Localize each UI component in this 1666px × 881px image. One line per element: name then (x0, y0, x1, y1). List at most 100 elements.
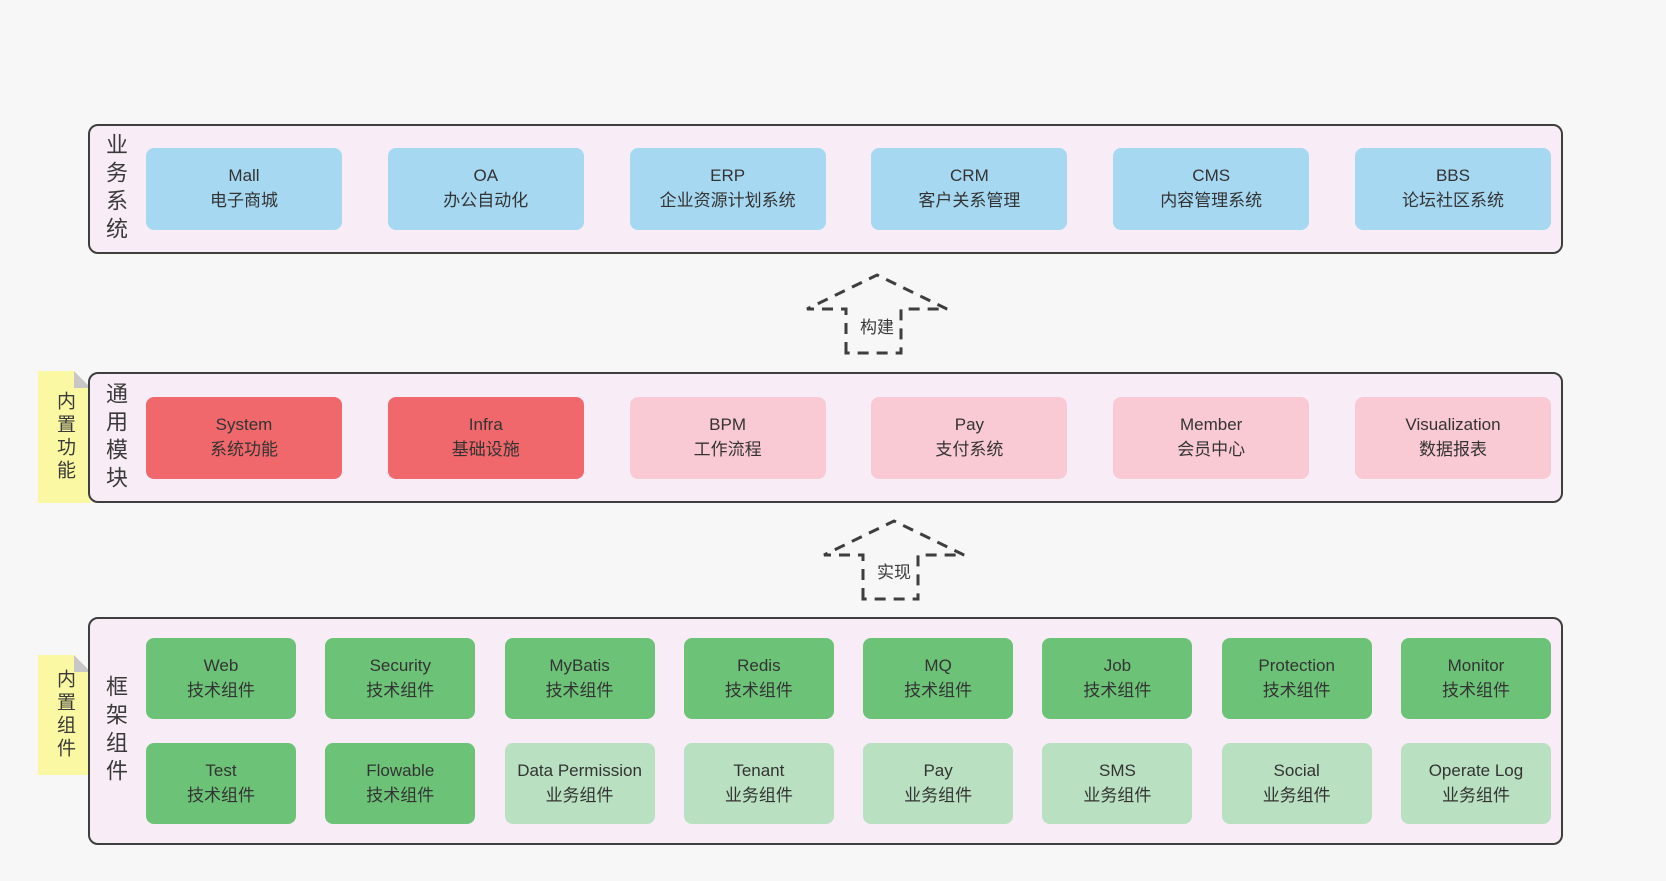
box-title: Flowable (366, 760, 435, 780)
box-pay-module: Pay 支付系统 (871, 396, 1068, 479)
box-subtitle: 数据报表 (1418, 439, 1487, 459)
box-security: Security 技术组件 (325, 638, 476, 719)
box-subtitle: 客户关系管理 (918, 191, 1021, 210)
box-subtitle: 技术组件 (904, 680, 973, 700)
box-subtitle: 系统功能 (210, 439, 278, 459)
box-title: Web (203, 655, 239, 675)
framework-row-1: Web 技术组件 Security 技术组件 MyBatis 技术组件 Redi… (146, 638, 1551, 719)
box-social: Social 业务组件 (1221, 743, 1372, 824)
panel-title-business-systems: 业务系统 (103, 133, 128, 245)
dashed-up-arrow-icon (823, 519, 965, 601)
box-crm: CRM 客户关系管理 (871, 148, 1068, 230)
box-web: Web 技术组件 (146, 638, 296, 719)
common-modules-row: System 系统功能 Infra 基础设施 BPM 工作流程 Pay 支付系统… (140, 374, 1561, 501)
box-tenant: Tenant 业务组件 (683, 743, 834, 824)
box-flowable: Flowable 技术组件 (325, 743, 476, 824)
box-mall: Mall 电子商城 (146, 148, 342, 230)
box-sms: SMS 业务组件 (1042, 743, 1193, 824)
box-cms: CMS 内容管理系统 (1113, 148, 1310, 230)
box-subtitle: 内容管理系统 (1160, 191, 1263, 210)
arrow-build-label: 构建 (857, 313, 897, 338)
box-title: BBS (1435, 166, 1470, 186)
box-subtitle: 技术组件 (366, 785, 435, 805)
box-title: Tenant (733, 760, 785, 780)
panel-common-modules: 通用模块 System 系统功能 Infra 基础设施 BPM 工作流程 Pay… (88, 372, 1563, 503)
box-title: Security (369, 655, 431, 675)
box-title: Redis (737, 655, 781, 675)
box-title: ERP (710, 166, 746, 186)
business-systems-row: Mall 电子商城 OA 办公自动化 ERP 企业资源计划系统 CRM 客户关系… (140, 126, 1561, 252)
box-title: Member (1180, 414, 1243, 434)
box-title: Protection (1258, 655, 1335, 675)
box-subtitle: 论坛社区系统 (1401, 191, 1504, 210)
box-visualization: Visualization 数据报表 (1354, 396, 1551, 479)
box-erp: ERP 企业资源计划系统 (629, 148, 826, 230)
box-subtitle: 技术组件 (1441, 680, 1510, 700)
box-title: Monitor (1447, 655, 1505, 675)
box-title: Infra (468, 414, 503, 434)
box-title: Visualization (1405, 414, 1501, 434)
box-subtitle: 业务组件 (1441, 785, 1510, 805)
box-protection: Protection 技术组件 (1221, 638, 1372, 719)
box-subtitle: 技术组件 (545, 680, 614, 700)
panel-title-framework-components: 框架组件 (103, 675, 128, 787)
box-job: Job 技术组件 (1042, 638, 1193, 719)
box-subtitle: 支付系统 (935, 439, 1004, 459)
sticky-note-builtin-features: 内置功能 (38, 371, 91, 503)
box-title: Pay (923, 760, 953, 780)
box-redis: Redis 技术组件 (683, 638, 834, 719)
sticky-note-label: 内置组件 (54, 669, 75, 761)
box-subtitle: 技术组件 (187, 680, 255, 700)
box-pay-component: Pay 业务组件 (863, 743, 1014, 824)
box-title: Test (205, 760, 237, 780)
box-bpm: BPM 工作流程 (629, 396, 826, 479)
box-subtitle: 业务组件 (904, 785, 973, 805)
panel-framework-components: 框架组件 Web 技术组件 Security 技术组件 MyBatis 技术组件… (88, 617, 1563, 845)
dashed-up-arrow-icon (806, 273, 948, 355)
box-member: Member 会员中心 (1113, 396, 1310, 479)
box-subtitle: 技术组件 (1083, 680, 1152, 700)
box-title: Social (1273, 760, 1320, 780)
box-subtitle: 电子商城 (210, 191, 278, 210)
framework-components-grid: Web 技术组件 Security 技术组件 MyBatis 技术组件 Redi… (140, 619, 1561, 843)
box-title: CMS (1192, 166, 1231, 186)
box-title: Operate Log (1428, 760, 1524, 780)
box-oa: OA 办公自动化 (387, 148, 584, 230)
box-subtitle: 技术组件 (187, 785, 255, 805)
panel-title-common-modules: 通用模块 (103, 381, 128, 494)
box-title: Mall (228, 166, 260, 186)
box-test: Test 技术组件 (146, 743, 296, 824)
box-title: BPM (709, 414, 747, 434)
box-operate-log: Operate Log 业务组件 (1400, 743, 1551, 824)
sticky-note-label: 内置功能 (54, 391, 75, 483)
box-subtitle: 办公自动化 (443, 191, 529, 210)
box-subtitle: 技术组件 (366, 680, 435, 700)
box-title: CRM (950, 166, 989, 186)
box-title: MQ (924, 655, 952, 675)
box-subtitle: 业务组件 (724, 785, 793, 805)
box-subtitle: 企业资源计划系统 (659, 191, 796, 210)
sticky-note-builtin-components: 内置组件 (38, 655, 91, 775)
arrow-implement-icon: 实现 (822, 517, 966, 603)
box-infra: Infra 基础设施 (387, 396, 584, 479)
box-title: System (215, 414, 273, 434)
box-subtitle: 业务组件 (1083, 785, 1152, 805)
box-bbs: BBS 论坛社区系统 (1354, 148, 1551, 230)
framework-row-2: Test 技术组件 Flowable 技术组件 Data Permission … (146, 743, 1551, 824)
box-title: Job (1103, 655, 1132, 675)
box-title: Pay (954, 414, 985, 434)
box-monitor: Monitor 技术组件 (1400, 638, 1551, 719)
panel-business-systems: 业务系统 Mall 电子商城 OA 办公自动化 ERP 企业资源计划系统 CRM… (88, 124, 1563, 254)
box-subtitle: 技术组件 (724, 680, 793, 700)
box-title: MyBatis (549, 655, 610, 675)
arrow-build-icon: 构建 (805, 272, 949, 356)
box-data-permission: Data Permission 业务组件 (504, 743, 655, 824)
box-title: Data Permission (517, 760, 642, 780)
box-mq: MQ 技术组件 (863, 638, 1014, 719)
box-subtitle: 工作流程 (693, 439, 762, 459)
box-title: SMS (1098, 760, 1136, 780)
box-mybatis: MyBatis 技术组件 (504, 638, 655, 719)
box-subtitle: 基础设施 (451, 439, 520, 459)
box-title: OA (473, 166, 499, 186)
box-system: System 系统功能 (146, 396, 342, 479)
